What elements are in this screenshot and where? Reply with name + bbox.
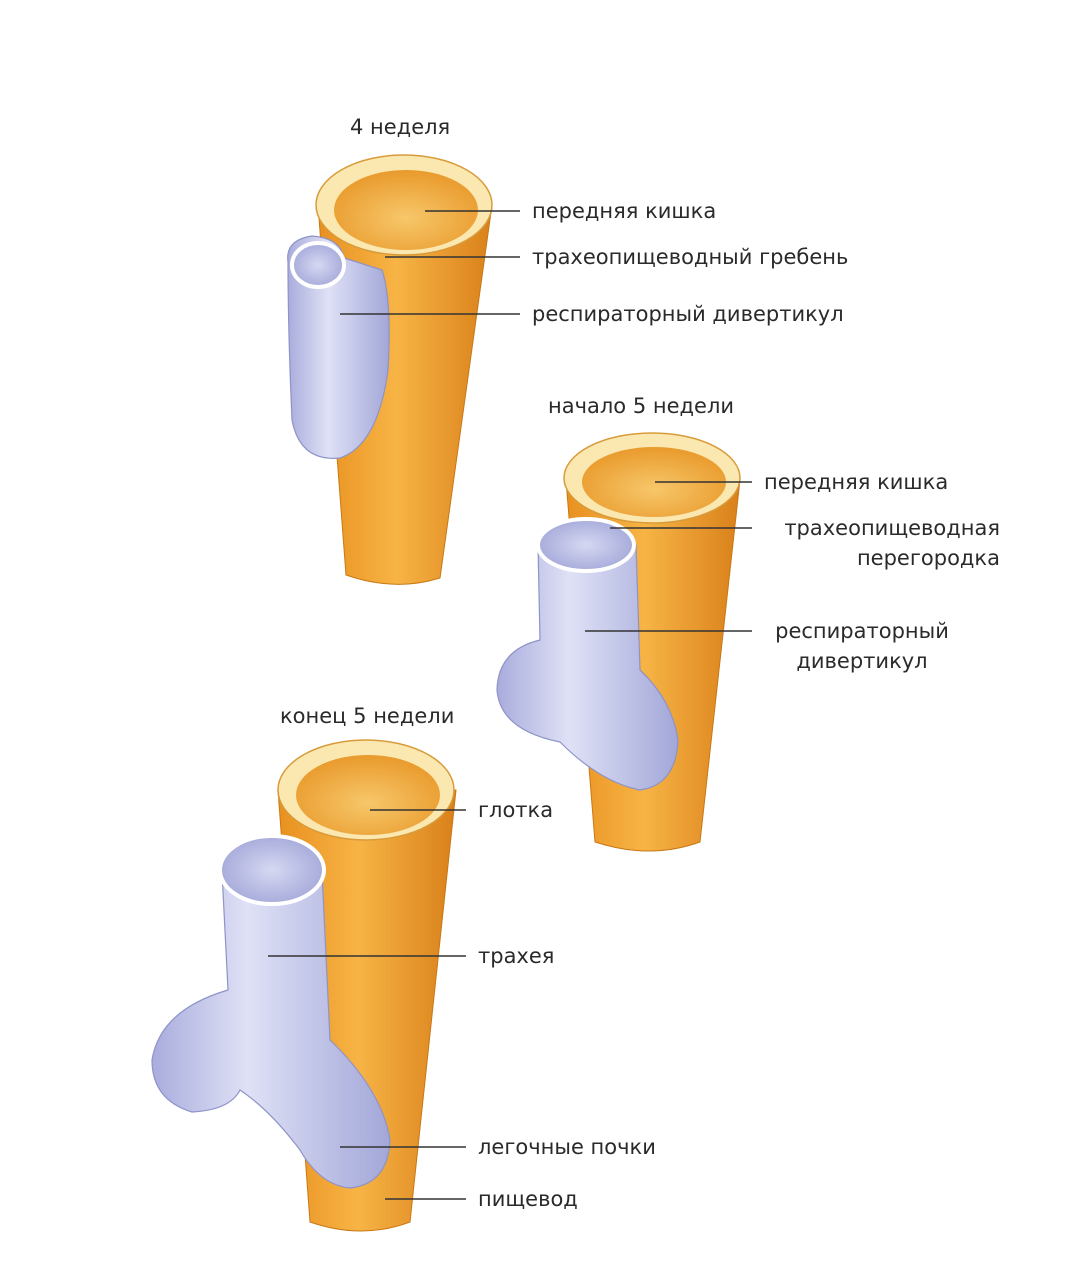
stage-3-figure xyxy=(151,739,457,1232)
stage-2-title: начало 5 недели xyxy=(548,394,735,418)
diverticulum-opening xyxy=(536,517,636,573)
trachea-opening xyxy=(218,834,326,906)
label-trachea: трахея xyxy=(478,944,555,968)
label-foregut: передняя кишка xyxy=(532,199,717,223)
stage-3-title: конец 5 недели xyxy=(280,704,455,728)
label-esophagus: пищевод xyxy=(478,1187,578,1211)
foregut-lumen xyxy=(334,170,478,250)
label-lung-buds: легочные почки xyxy=(478,1135,656,1159)
foregut-lumen xyxy=(582,447,726,517)
trachea-and-lung-buds xyxy=(151,871,391,1189)
stage-2-figure xyxy=(496,432,741,852)
respiratory-diverticulum xyxy=(496,544,679,791)
label-tracheoesophageal-septum: трахеопищеводная перегородка xyxy=(784,516,1000,570)
label-pharynx: глотка xyxy=(478,798,554,822)
respiratory-diverticulum xyxy=(287,235,390,459)
label-respiratory-diverticulum: респираторный дивертикул xyxy=(775,619,949,673)
leader-lines xyxy=(268,210,752,1200)
label-foregut: передняя кишка xyxy=(764,470,949,494)
pharynx-lumen xyxy=(296,755,440,835)
stage-1-figure xyxy=(287,154,493,585)
stage-1-title: 4 неделя xyxy=(350,115,451,139)
label-tracheoesophageal-ridge: трахеопищеводный гребень xyxy=(532,245,849,269)
label-respiratory-diverticulum: респираторный дивертикул xyxy=(532,302,844,326)
diverticulum-opening xyxy=(290,241,346,289)
